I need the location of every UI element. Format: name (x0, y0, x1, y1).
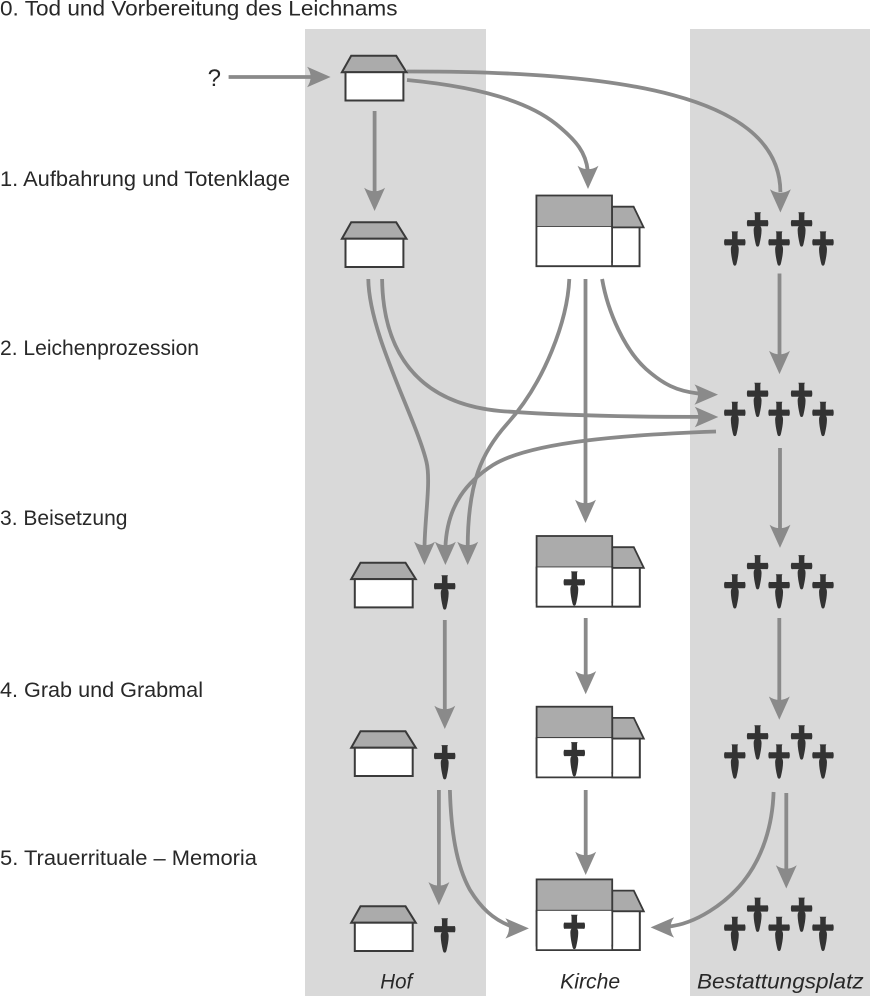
svg-text:3. Beisetzung: 3. Beisetzung (0, 507, 128, 530)
svg-text:4. Grab und Grabmal: 4. Grab und Grabmal (0, 679, 203, 702)
svg-text:Kirche: Kirche (560, 970, 620, 993)
svg-text:Bestattungsplatz: Bestattungsplatz (697, 970, 864, 993)
svg-text:?: ? (208, 65, 221, 92)
svg-text:2. Leichenprozession: 2. Leichenprozession (0, 337, 199, 360)
svg-text:0. Tod und Vorbereitung des Le: 0. Tod und Vorbereitung des Leichnams (0, 0, 398, 21)
svg-text:Hof: Hof (380, 970, 414, 993)
svg-text:1. Aufbahrung und Totenklage: 1. Aufbahrung und Totenklage (0, 168, 290, 191)
svg-text:5. Trauerrituale – Memoria: 5. Trauerrituale – Memoria (0, 847, 257, 870)
